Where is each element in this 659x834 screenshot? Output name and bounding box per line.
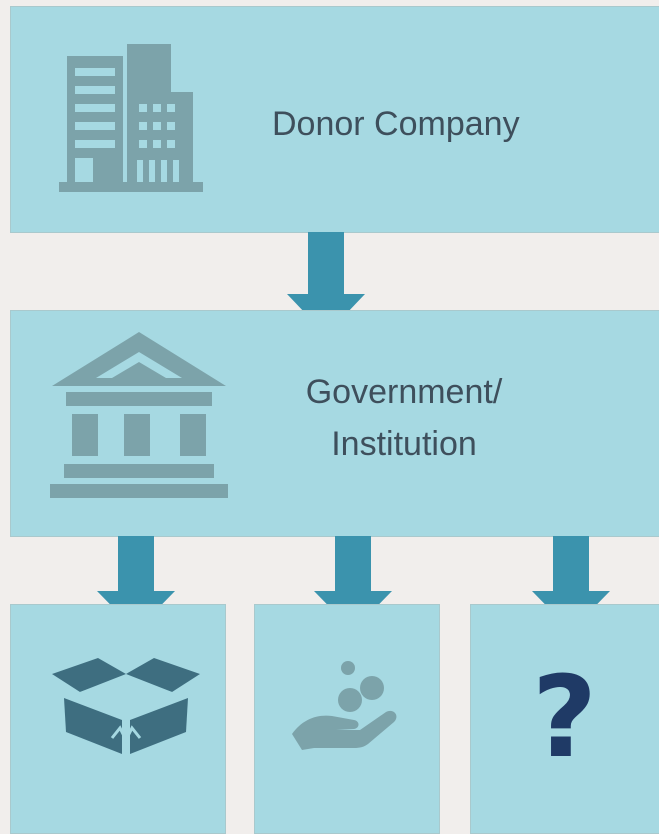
donor-company-label: Donor Company <box>272 105 520 143</box>
question-mark-icon: ? <box>532 653 597 783</box>
giving-hand-icon <box>292 661 397 750</box>
government-institution-label: Government/ Institution <box>270 366 538 470</box>
arrow-donor-to-government <box>287 232 365 335</box>
outcome-box-unknown <box>470 604 659 834</box>
government-label-line1: Government/ <box>305 373 503 411</box>
open-box-icon <box>52 658 200 754</box>
government-label-line2: Institution <box>331 425 477 463</box>
government-institution-box <box>10 310 659 537</box>
office-building-icon <box>59 44 203 192</box>
institution-building-icon <box>50 332 228 498</box>
